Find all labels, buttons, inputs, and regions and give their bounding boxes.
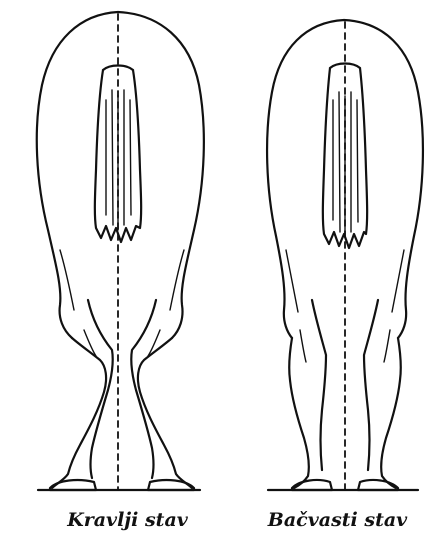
- left-horse-leg-right: [131, 300, 192, 488]
- caption-barrel-stance: Bačvasti stav: [245, 505, 430, 535]
- right-horse-leg-right: [364, 300, 401, 488]
- left-muscle-lines: [60, 250, 184, 356]
- right-hoof-right: [358, 480, 398, 490]
- left-horse-leg-left: [52, 300, 113, 488]
- bow-legged-horse-illustration: [267, 20, 423, 490]
- caption-cow-hocked-stance: Kravlji stav: [40, 505, 215, 535]
- left-horse-outline: [37, 12, 204, 338]
- right-hoof-left: [292, 480, 332, 490]
- right-horse-leg-left: [289, 300, 326, 488]
- cow-hocked-horse-illustration: [37, 12, 204, 490]
